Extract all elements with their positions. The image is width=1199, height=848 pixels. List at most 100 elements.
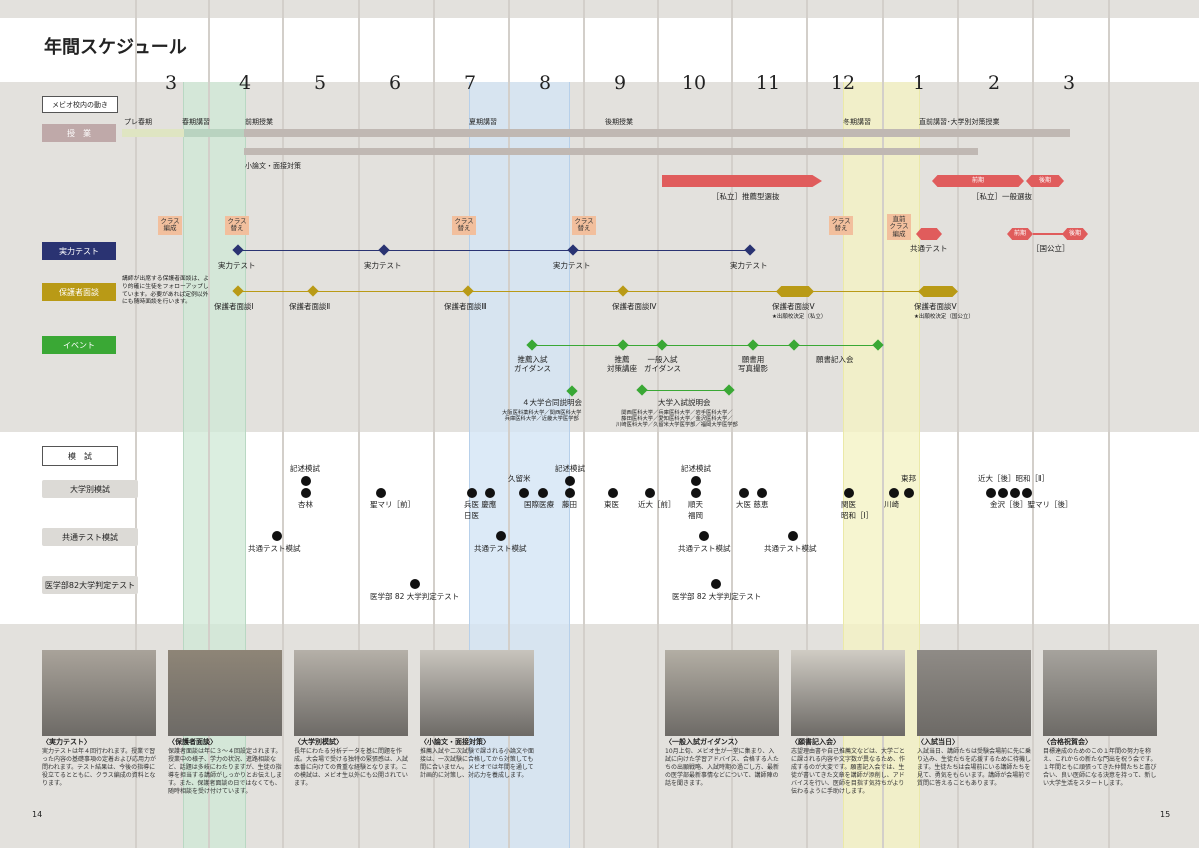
mock-dot-kijutsu1	[301, 476, 311, 486]
lesson-pre-spring: プレ春期	[124, 118, 152, 126]
photo-description: 入試当日、講師たちは受験会場前に先に乗り込み、生徒たちを応援するために待機します…	[917, 748, 1032, 788]
test-label-4: 実力テスト	[730, 261, 768, 270]
lesson-summer: 夏期講習	[469, 118, 497, 126]
mock-dot-hyogo	[467, 488, 477, 498]
month-gridline	[358, 0, 360, 848]
mock-dot-kindai	[645, 488, 655, 498]
class-change-3: クラス 替え	[452, 216, 476, 235]
megio-label-text: メビオ校内の動き	[52, 100, 108, 109]
event-label-7: 大学入試説明会	[658, 398, 711, 407]
test-label-3: 実力テスト	[553, 261, 591, 270]
common-dot-3	[699, 531, 709, 541]
lesson-bar-spring	[184, 129, 244, 137]
mock-kurume: 久留米	[508, 474, 531, 483]
season-edge	[245, 82, 246, 848]
mock-dot-fujita	[565, 488, 575, 498]
univ-mock-label: 大学別模試	[42, 480, 138, 498]
photo-description: 志望理由書や自己推薦文などは、大学ごとに課される内容や文字数が異なるため、作成す…	[791, 748, 906, 796]
photo-title: 〈実力テスト〉	[42, 738, 91, 746]
event-label-3: 一般入試 ガイダンス	[644, 355, 682, 373]
common-dot-1	[272, 531, 282, 541]
mock-dot-late-1	[986, 488, 996, 498]
month-label: 12	[830, 72, 856, 94]
mock-dot-kijutsu3	[691, 476, 701, 486]
mock-dot-kansai	[844, 488, 854, 498]
month-gridline	[433, 0, 435, 848]
mock-kanazawa: 金沢［後］聖マリ［後］	[990, 500, 1073, 509]
mock-label: 模 試	[42, 446, 118, 466]
photo-title: 〈一般入試ガイダンス〉	[665, 738, 742, 746]
month-label: 6	[388, 72, 402, 94]
mock-dot-kokusai	[538, 488, 548, 498]
parents-note: 講師が出席する保護者面談は、より的確に生徒をフォローアップしています。必要があれ…	[122, 276, 209, 306]
parents-line	[238, 291, 956, 292]
photo-image	[294, 650, 408, 736]
class-change-4: クラス 替え	[572, 216, 596, 235]
common-label-3: 共通テスト模試	[678, 544, 731, 553]
test-marker-2	[378, 244, 390, 256]
lesson-first-term: 前期授業	[245, 118, 273, 126]
parent-label-3: 保護者面談Ⅲ	[444, 302, 487, 311]
mock-dot-seimari	[376, 488, 386, 498]
exam-bar-private-rec	[662, 175, 822, 187]
month-gridline	[957, 0, 959, 848]
parent-label-4: 保護者面談Ⅳ	[612, 302, 657, 311]
common-label-1: 共通テスト模試	[248, 544, 301, 553]
lesson-spring: 春期講習	[182, 118, 210, 126]
class-change-2: クラス 替え	[225, 216, 249, 235]
season-edge	[183, 82, 184, 848]
season-edge	[843, 82, 844, 848]
event-marker-5	[788, 339, 800, 351]
mock-dot-late-4	[1022, 488, 1032, 498]
month-label: 9	[613, 72, 627, 94]
mock-dot-keio	[485, 488, 495, 498]
photo-title: 〈大学別模試〉	[294, 738, 343, 746]
month-gridline	[806, 0, 808, 848]
exam-common-test: 共通テスト	[910, 244, 948, 253]
test-marker-4	[744, 244, 756, 256]
mock-kokusai: 国際医療	[524, 500, 554, 509]
mock-kijutsu1: 記述模試	[290, 464, 320, 473]
mock-kindai-front: 近大［前］	[638, 500, 676, 509]
exam-front2-text: 前期	[1013, 230, 1026, 237]
parent-marker-6	[918, 286, 958, 297]
month-gridline	[508, 0, 510, 848]
mock-dot-late-2	[998, 488, 1008, 498]
mock-kansai: 関医	[841, 500, 856, 509]
exam-front-text: 前期	[971, 177, 984, 184]
month-gridline	[282, 0, 284, 848]
photo-description: 長年にわたる分析データを基に問題を作成。大会場で受ける独特の緊張感は、入試本番に…	[294, 748, 409, 788]
photo-image	[917, 650, 1031, 736]
med-dot-1	[410, 579, 420, 589]
common-mock-label: 共通テスト模試	[42, 528, 138, 546]
season-edge	[919, 82, 920, 848]
lesson-bar-main	[244, 129, 1070, 137]
class-change-5: クラス 替え	[829, 216, 853, 235]
event-marker-8	[636, 384, 648, 396]
mock-toho: 東邦	[901, 474, 916, 483]
mock-dot-kijutsu2	[565, 476, 575, 486]
tests-line	[238, 250, 750, 251]
exam-national: ［国公立］	[1032, 244, 1070, 253]
month-label: 2	[987, 72, 1001, 94]
parent-label-6: 保護者面談Ⅴ	[914, 302, 957, 311]
parent-note-5: ★出願校決定（私立）	[772, 314, 827, 320]
mock-dot-oi	[739, 488, 749, 498]
test-label-1: 実力テスト	[218, 261, 256, 270]
lesson-final: 直前講習･大学別対策授業	[919, 118, 1000, 126]
photo-image	[665, 650, 779, 736]
photo-description: 目標達成のためのこの１年間の努力を称え、これからの新たな門出を祝う会です。１年間…	[1043, 748, 1157, 788]
event-marker-2	[617, 339, 629, 351]
photo-title: 〈入試当日〉	[917, 738, 959, 746]
mock-kindai-back: 近大［後］昭和［Ⅱ］	[978, 474, 1050, 483]
month-label: 8	[538, 72, 552, 94]
megio-label: メビオ校内の動き	[42, 96, 118, 113]
mock-showa1: 昭和［Ⅰ］	[841, 511, 874, 520]
photo-description: 実力テストは年４回行われます。授業で習った内容の基礎事項の定着および応用力が問わ…	[42, 748, 157, 788]
event-label-2: 推薦 対策講座	[607, 355, 637, 373]
mock-label-text: 模 試	[68, 451, 92, 461]
photo-title: 〈合格祝賀会〉	[1043, 738, 1092, 746]
class-formation-1: クラス 編成	[158, 216, 182, 235]
photo-description: 10月上旬、メビオ生が一堂に集まり、入試に向けた学習アドバイス、合格する人たちの…	[665, 748, 780, 788]
